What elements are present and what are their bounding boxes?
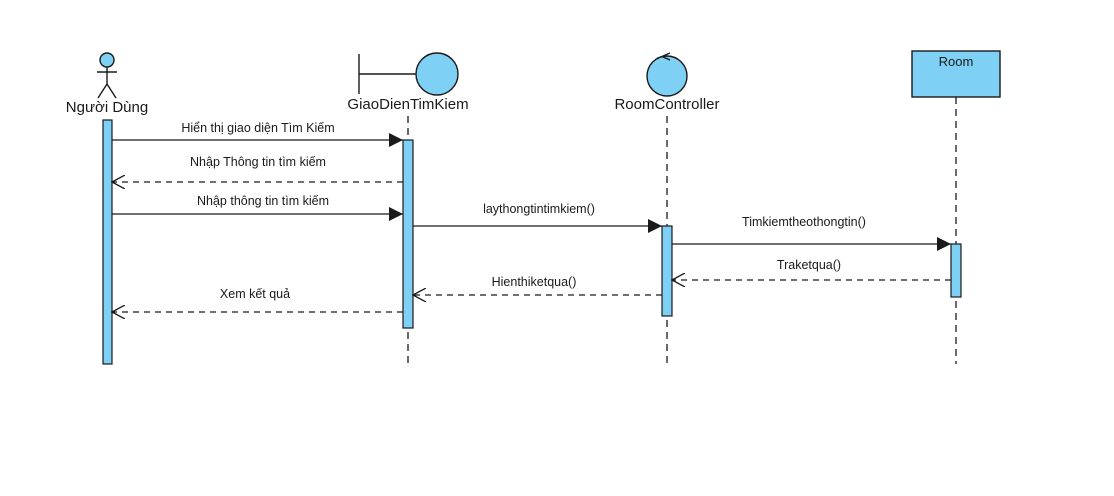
message-5: Timkiemtheothongtin() — [672, 215, 951, 251]
message-label: Nhập thông tin tìm kiếm — [197, 194, 329, 208]
message-6: Traketqua() — [672, 258, 951, 280]
message-2: Nhập Thông tin tìm kiếm — [112, 155, 403, 182]
message-label: Timkiemtheothongtin() — [742, 215, 866, 229]
boundary-icon — [358, 52, 459, 96]
message-3: Nhập thông tin tìm kiếm — [112, 194, 403, 221]
participant-entity: Room — [911, 50, 1001, 364]
activation-bar-entity — [950, 243, 962, 298]
message-label: Traketqua() — [777, 258, 841, 272]
participant-label-control: RoomController — [614, 96, 719, 113]
message-label: Hiển thị giao diện Tìm Kiếm — [181, 121, 334, 135]
message-7: Hienthiketqua() — [413, 275, 662, 295]
activation-bar-user — [102, 119, 113, 365]
participant-label-entity: Room — [939, 54, 974, 69]
activation-bar-control — [661, 225, 673, 317]
message-label: Hienthiketqua() — [492, 275, 577, 289]
participant-label-boundary: GiaoDienTimKiem — [347, 96, 468, 113]
control-icon — [646, 52, 688, 97]
actor-icon — [97, 52, 117, 99]
message-8: Xem kết quả — [112, 287, 403, 312]
participant-boundary: GiaoDienTimKiem — [347, 52, 469, 364]
message-label: Xem kết quả — [220, 287, 290, 301]
participant-user: Người Dùng — [66, 52, 148, 365]
message-4: laythongtintimkiem() — [413, 202, 662, 233]
activation-bar-boundary — [402, 139, 414, 329]
message-1: Hiển thị giao diện Tìm Kiếm — [112, 121, 403, 147]
participant-label-user: Người Dùng — [66, 99, 148, 116]
message-label: Nhập Thông tin tìm kiếm — [190, 155, 326, 169]
message-label: laythongtintimkiem() — [483, 202, 595, 216]
participant-control: RoomController — [614, 52, 720, 364]
